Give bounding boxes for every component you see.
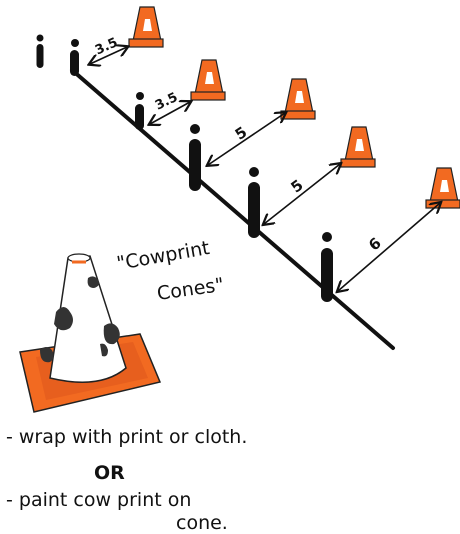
distance-label: 3.5 [93, 35, 120, 58]
note-wrap: - wrap with print or cloth. [6, 426, 247, 448]
note-paint: - paint cow print on [6, 489, 191, 511]
player-icon [248, 167, 260, 238]
traffic-cone-icon [281, 79, 315, 119]
cowprint-caption-line2: Cones" [156, 274, 226, 305]
player-icon [70, 39, 79, 76]
distance-label: 6 [365, 234, 385, 254]
traffic-cone-icon [341, 127, 375, 167]
cowprint-caption-line1: "Cowprint [115, 237, 211, 275]
player-icon [135, 92, 144, 130]
cowprint-cone-icon [20, 254, 160, 412]
note-cone: cone. [176, 512, 228, 534]
traffic-cone-icon [191, 60, 225, 100]
note-or: OR [94, 462, 125, 484]
double-arrow-icon [338, 203, 440, 291]
player-line [72, 70, 393, 348]
player-icon [189, 124, 201, 191]
traffic-cone-icon [129, 7, 163, 47]
traffic-cone-icon [426, 168, 460, 208]
player-icon [37, 35, 44, 69]
player-icon [321, 232, 333, 302]
distance-label: 5 [232, 123, 251, 144]
double-arrow-icon [264, 164, 340, 224]
